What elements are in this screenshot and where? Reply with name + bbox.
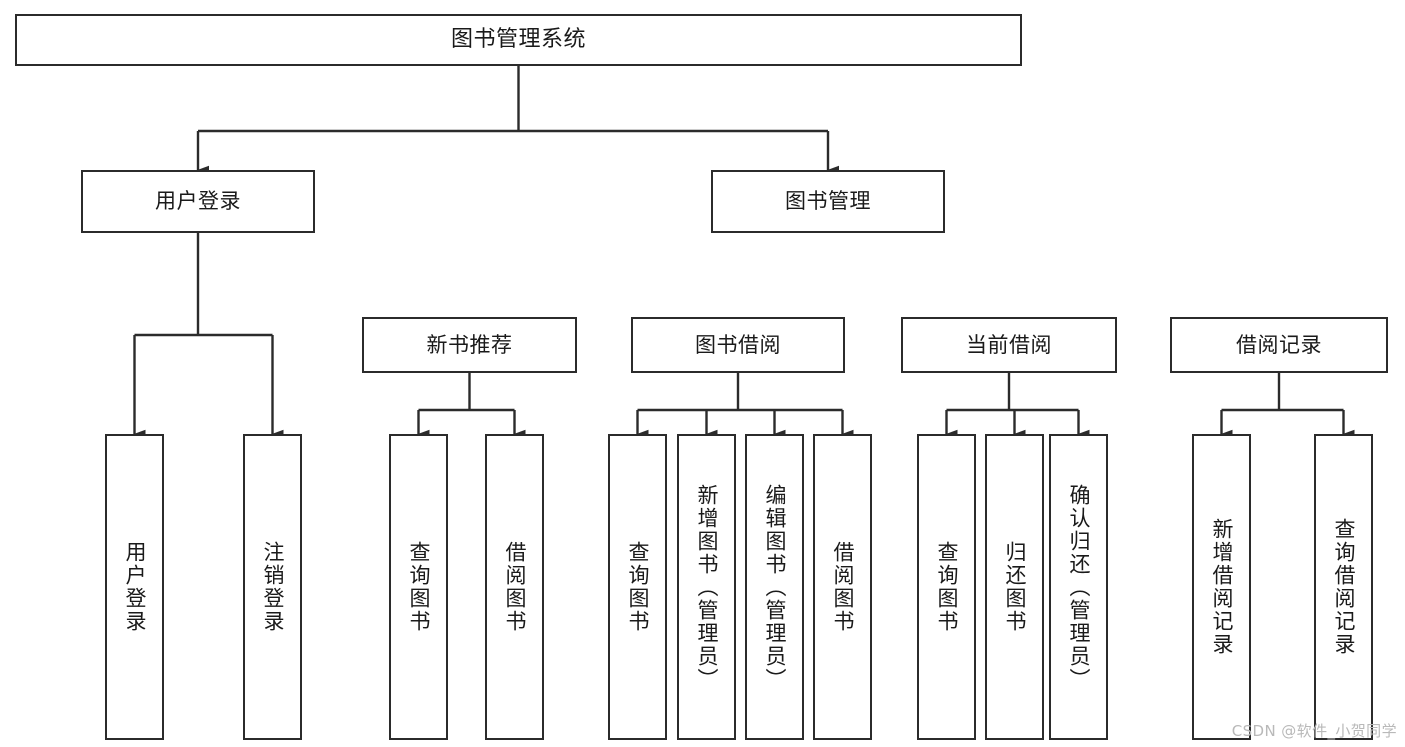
node-label-leaf-query-record: 查询借阅记录 bbox=[1332, 518, 1356, 656]
node-user-login[interactable]: 用户登录 bbox=[81, 170, 315, 233]
node-leaf-user-logout[interactable]: 注销登录 bbox=[243, 434, 302, 740]
node-leaf-confirm-ret[interactable]: 确认归还（管理员） bbox=[1049, 434, 1108, 740]
node-borrow-record[interactable]: 借阅记录 bbox=[1170, 317, 1388, 373]
node-current-borrow[interactable]: 当前借阅 bbox=[901, 317, 1117, 373]
node-leaf-add-record[interactable]: 新增借阅记录 bbox=[1192, 434, 1251, 740]
node-new-book-rec[interactable]: 新书推荐 bbox=[362, 317, 577, 373]
node-label-leaf-user-logout: 注销登录 bbox=[261, 541, 285, 633]
node-label-leaf-borrow-book-1: 借阅图书 bbox=[503, 541, 527, 633]
node-label-user-login: 用户登录 bbox=[155, 189, 241, 214]
node-label-leaf-user-login: 用户登录 bbox=[123, 541, 147, 633]
node-leaf-borrow-book-1[interactable]: 借阅图书 bbox=[485, 434, 544, 740]
node-leaf-edit-book[interactable]: 编辑图书（管理员） bbox=[745, 434, 804, 740]
node-label-book-borrow: 图书借阅 bbox=[695, 332, 781, 357]
node-label-leaf-borrow-book-2: 借阅图书 bbox=[831, 541, 855, 633]
node-leaf-query-book-2[interactable]: 查询图书 bbox=[608, 434, 667, 740]
node-leaf-query-book-1[interactable]: 查询图书 bbox=[389, 434, 448, 740]
node-leaf-query-record[interactable]: 查询借阅记录 bbox=[1314, 434, 1373, 740]
node-label-leaf-add-record: 新增借阅记录 bbox=[1210, 518, 1234, 656]
node-label-leaf-query-book-1: 查询图书 bbox=[407, 541, 431, 633]
node-label-leaf-query-book-3: 查询图书 bbox=[935, 541, 959, 633]
node-leaf-add-book[interactable]: 新增图书（管理员） bbox=[677, 434, 736, 740]
node-label-book-manage: 图书管理 bbox=[785, 189, 871, 214]
node-label-leaf-confirm-ret: 确认归还（管理员） bbox=[1067, 483, 1091, 691]
node-leaf-return-book[interactable]: 归还图书 bbox=[985, 434, 1044, 740]
node-label-borrow-record: 借阅记录 bbox=[1236, 332, 1322, 357]
csdn-watermark: CSDN @软件_小贺同学 bbox=[1231, 722, 1397, 740]
node-root[interactable]: 图书管理系统 bbox=[15, 14, 1022, 66]
node-label-leaf-query-book-2: 查询图书 bbox=[626, 541, 650, 633]
node-leaf-query-book-3[interactable]: 查询图书 bbox=[917, 434, 976, 740]
node-label-root: 图书管理系统 bbox=[450, 27, 586, 53]
node-book-manage[interactable]: 图书管理 bbox=[711, 170, 945, 233]
node-book-borrow[interactable]: 图书借阅 bbox=[631, 317, 845, 373]
node-leaf-borrow-book-2[interactable]: 借阅图书 bbox=[813, 434, 872, 740]
node-label-new-book-rec: 新书推荐 bbox=[426, 332, 513, 357]
node-label-current-borrow: 当前借阅 bbox=[966, 332, 1052, 357]
node-label-leaf-return-book: 归还图书 bbox=[1003, 541, 1027, 633]
node-leaf-user-login[interactable]: 用户登录 bbox=[105, 434, 164, 740]
node-label-leaf-edit-book: 编辑图书（管理员） bbox=[763, 483, 787, 691]
node-label-leaf-add-book: 新增图书（管理员） bbox=[695, 483, 719, 691]
